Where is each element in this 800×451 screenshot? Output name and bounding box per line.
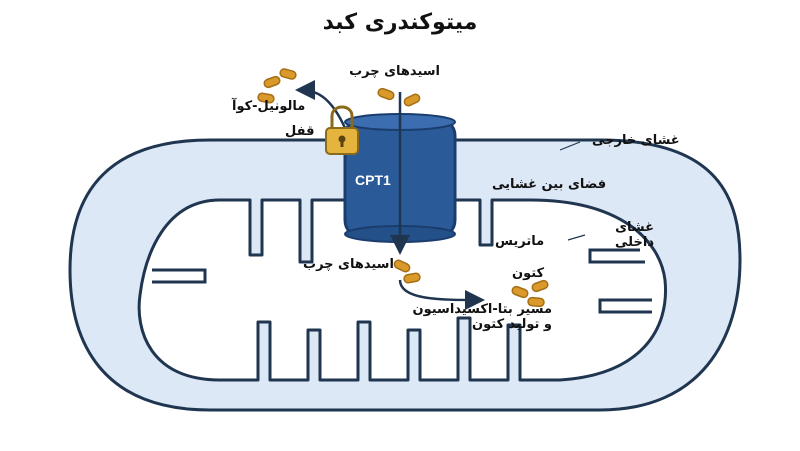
label-ketones: کتون xyxy=(512,266,545,281)
crista-left xyxy=(152,268,207,284)
crista-right-2 xyxy=(588,248,645,264)
label-malonyl-coa: مالونیل-کوآ xyxy=(232,99,306,114)
label-outer-membrane: غشای خارجی xyxy=(592,133,680,148)
cpt1-transporter xyxy=(343,92,457,255)
arrow-to-pathway xyxy=(398,279,485,310)
outer-membrane-leader xyxy=(559,141,581,151)
label-inner-membrane-line1: غشای xyxy=(615,220,654,235)
label-fatty-acids-inside: اسیدهای چرب xyxy=(303,257,394,272)
label-lock: قفل xyxy=(285,124,315,139)
label-pathway-line2: و تولید کتون xyxy=(472,317,552,332)
crista-right xyxy=(598,298,652,314)
inner-membrane xyxy=(137,198,668,382)
padlock-icon xyxy=(325,105,359,155)
label-pathway-line1: مسیر بتا-اکسیداسیون xyxy=(412,302,552,317)
label-inner-membrane-line2: داخلی xyxy=(615,235,654,250)
page-title: میتوکندری کبد xyxy=(322,10,478,35)
label-inner-membrane: غشای داخلی xyxy=(594,220,654,250)
capsule-molecule-icon xyxy=(257,68,549,308)
label-fatty-acids-top: اسیدهای چرب xyxy=(349,64,440,79)
label-intermembrane-space: فضای بین غشایی xyxy=(492,177,607,192)
label-cpt1: CPT1 xyxy=(355,172,391,188)
label-matrix: ماتریس xyxy=(495,234,545,249)
inner-membrane-leader xyxy=(567,234,586,241)
label-pathway: مسیر بتا-اکسیداسیون و تولید کتون xyxy=(392,302,552,332)
arrow-to-malonyl xyxy=(295,80,347,129)
